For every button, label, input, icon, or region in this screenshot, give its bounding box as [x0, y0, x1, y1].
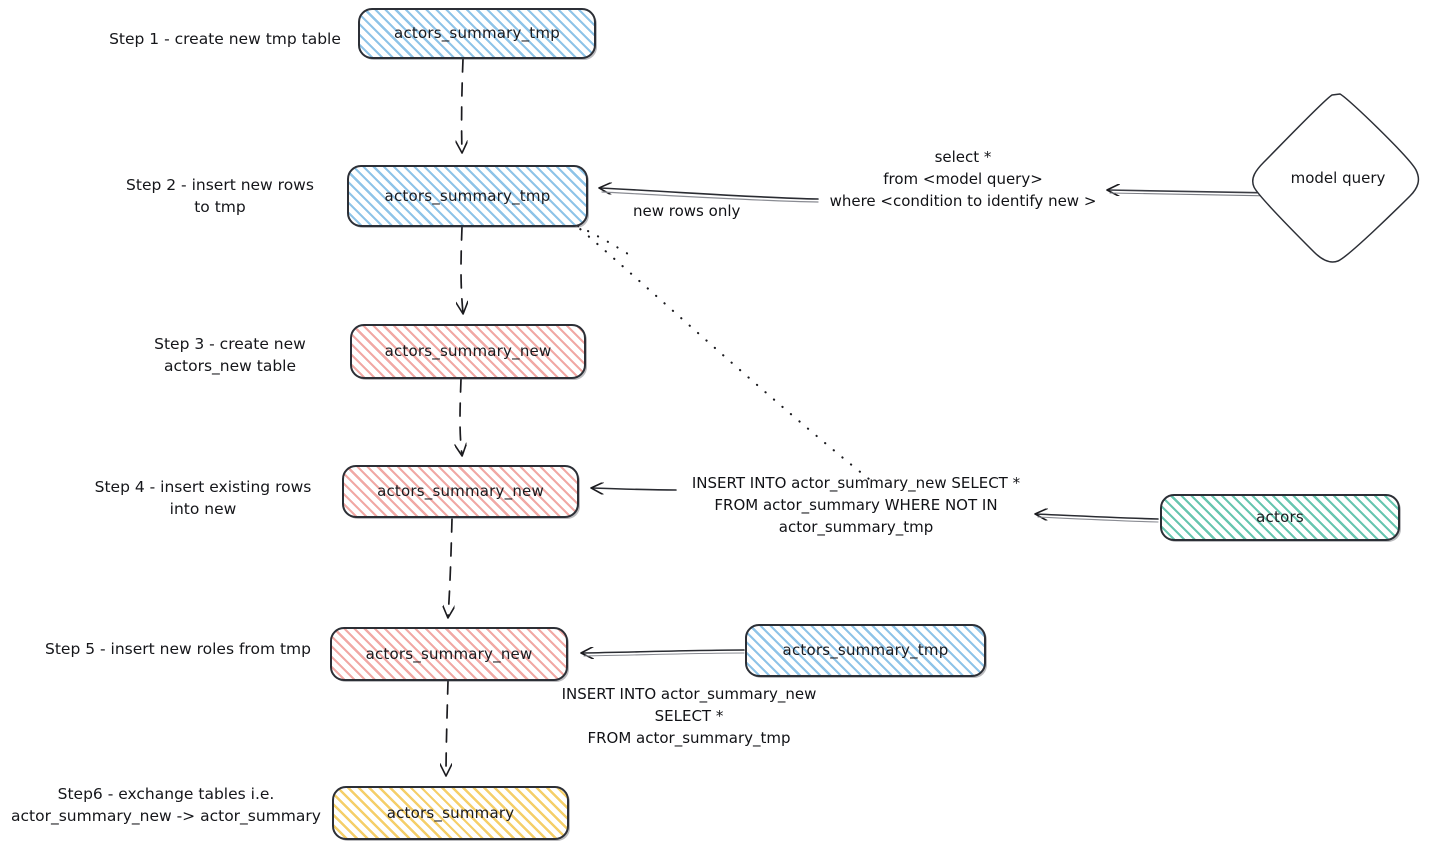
- edge-step2-to-step3: [461, 226, 463, 313]
- edge-actors-to-step4-sql: [1036, 514, 1159, 523]
- step-label-3: Step 3 - create new actors_new table: [154, 335, 306, 376]
- node-tmp-side-label: actors_summary_tmp: [782, 641, 949, 660]
- edge-step1-to-step2: [462, 58, 463, 152]
- node-summary-6-label: actors_summary: [386, 803, 515, 822]
- node-new-5-label: actors_summary_new: [365, 644, 533, 663]
- node-tmp-2-label: actors_summary_tmp: [384, 186, 551, 205]
- node-model-query-label: model query: [1290, 169, 1386, 187]
- node-actors-label: actors: [1256, 508, 1304, 527]
- edge-label-insert-existing-sql: INSERT INTO actor_summary_new SELECT * F…: [691, 474, 1021, 536]
- step-label-2: Step 2 - insert new rows to tmp: [126, 176, 314, 217]
- node-tmp-2[interactable]: actors_summary_tmp: [347, 165, 588, 227]
- edge-modelquery-to-sql: [1108, 190, 1273, 197]
- node-tmp-side[interactable]: actors_summary_tmp: [745, 624, 986, 677]
- node-model-query[interactable]: model query: [1254, 92, 1422, 264]
- node-tmp-1[interactable]: actors_summary_tmp: [358, 8, 596, 59]
- node-new-3-label: actors_summary_new: [384, 342, 552, 361]
- step-label-5: Step 5 - insert new roles from tmp: [45, 640, 311, 658]
- edge-tmpside-to-step5: [582, 650, 745, 656]
- edge-step4-to-step5: [448, 518, 452, 617]
- node-new-4[interactable]: actors_summary_new: [342, 465, 579, 518]
- edge-step5-to-step6: [446, 680, 448, 775]
- node-summary-6[interactable]: actors_summary: [332, 786, 569, 840]
- edge-step2-dotted-to-step4-sql: [570, 220, 871, 481]
- node-new-5[interactable]: actors_summary_new: [330, 627, 568, 681]
- edge-label-new-rows-only: new rows only: [633, 202, 741, 220]
- edge-label-model-query-sql: select * from <model query> where <condi…: [829, 148, 1097, 210]
- edge-step3-to-step4: [460, 378, 462, 455]
- node-new-3[interactable]: actors_summary_new: [350, 324, 586, 379]
- step-label-1: Step 1 - create new tmp table: [109, 30, 341, 48]
- step-label-6: Step6 - exchange tables i.e. actor_summa…: [11, 785, 321, 826]
- edge-sql-to-step4-box: [592, 488, 677, 490]
- step-label-4: Step 4 - insert existing rows into new: [94, 478, 312, 519]
- edge-label-insert-from-tmp-sql: INSERT INTO actor_summary_new SELECT * F…: [561, 685, 817, 747]
- node-tmp-1-label: actors_summary_tmp: [394, 24, 560, 43]
- edge-newrows-to-step2: [600, 188, 819, 203]
- node-new-4-label: actors_summary_new: [377, 482, 544, 501]
- node-actors[interactable]: actors: [1160, 494, 1400, 541]
